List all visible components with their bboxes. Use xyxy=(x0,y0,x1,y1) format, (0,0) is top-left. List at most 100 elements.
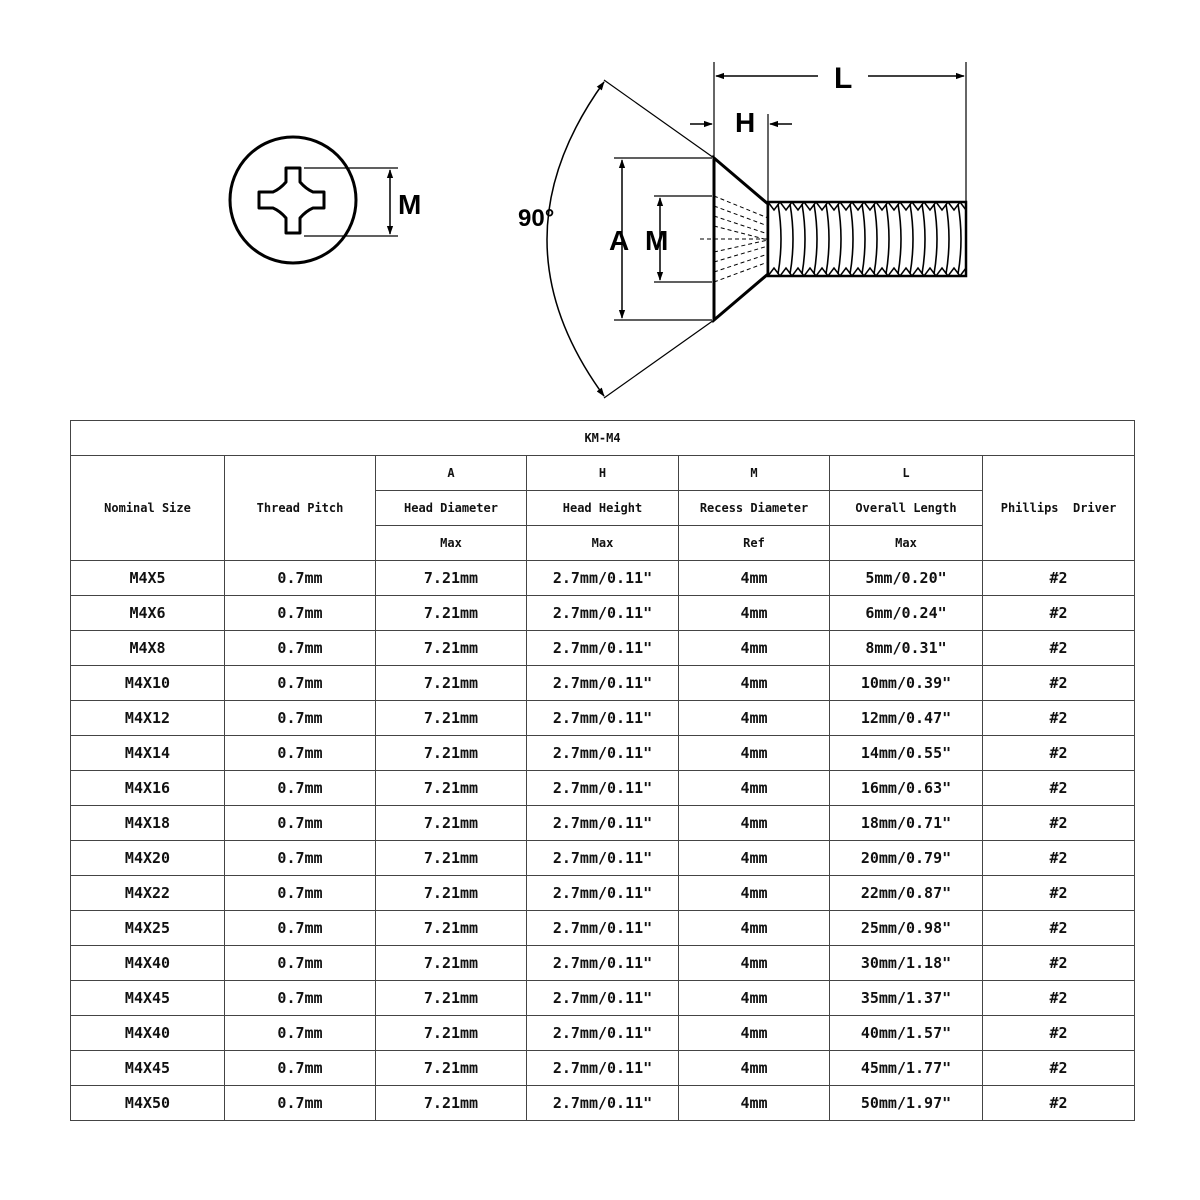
overall-length-cell: 8mm/0.31" xyxy=(829,630,983,666)
phillips-driver-cell: #2 xyxy=(981,875,1136,911)
header-head-height: Head Height xyxy=(526,490,679,526)
recess-diameter-cell: 4mm xyxy=(678,1015,830,1051)
l-label: L xyxy=(834,62,852,95)
head-height-cell: 2.7mm/0.11" xyxy=(526,1015,679,1051)
thread-crest-top xyxy=(767,200,967,212)
nominal-size-cell: M4X12 xyxy=(70,700,225,736)
recess-diameter-cell: 4mm xyxy=(678,735,830,771)
recess-diameter-cell: 4mm xyxy=(678,1050,830,1086)
thread-pitch-cell: 0.7mm xyxy=(224,630,376,666)
nominal-size-cell: M4X50 xyxy=(70,1085,225,1121)
overall-length-cell: 18mm/0.71" xyxy=(829,805,983,841)
overall-length-cell: 40mm/1.57" xyxy=(829,1015,983,1051)
head-diameter-cell: 7.21mm xyxy=(375,770,527,806)
header-head-diameter: Head Diameter xyxy=(375,490,527,526)
thread-pitch-cell: 0.7mm xyxy=(224,805,376,841)
overall-length-cell: 50mm/1.97" xyxy=(829,1085,983,1121)
head-height-cell: 2.7mm/0.11" xyxy=(526,630,679,666)
head-diameter-cell: 7.21mm xyxy=(375,875,527,911)
a-label: A xyxy=(609,225,629,256)
head-height-cell: 2.7mm/0.11" xyxy=(526,735,679,771)
nominal-size-cell: M4X22 xyxy=(70,875,225,911)
recess-diameter-cell: 4mm xyxy=(678,630,830,666)
head-diameter-cell: 7.21mm xyxy=(375,560,527,596)
phillips-recess-icon xyxy=(257,166,326,235)
phillips-driver-cell: #2 xyxy=(981,560,1136,596)
nominal-size-cell: M4X18 xyxy=(70,805,225,841)
recess-diameter-cell: 4mm xyxy=(678,700,830,736)
head-diameter-cell: 7.21mm xyxy=(375,910,527,946)
thread-crest-bottom xyxy=(767,266,967,278)
phillips-driver-cell: #2 xyxy=(981,910,1136,946)
head-diameter-cell: 7.21mm xyxy=(375,1050,527,1086)
head-diameter-cell: 7.21mm xyxy=(375,805,527,841)
header-overall-length: Overall Length xyxy=(829,490,983,526)
recess-diameter-cell: 4mm xyxy=(678,980,830,1016)
nominal-size-cell: M4X8 xyxy=(70,630,225,666)
header-qualifier-row: Max Max Ref Max xyxy=(71,525,1135,561)
overall-length-cell: 12mm/0.47" xyxy=(829,700,983,736)
thread-lines xyxy=(777,203,962,275)
m-top-label: M xyxy=(398,189,421,220)
thread-pitch-cell: 0.7mm xyxy=(224,1050,376,1086)
head-height-cell: 2.7mm/0.11" xyxy=(526,595,679,631)
h-label: H xyxy=(735,107,755,138)
screw-dimension-diagram: M xyxy=(228,62,968,399)
overall-length-cell: 16mm/0.63" xyxy=(829,770,983,806)
thread-pitch-cell: 0.7mm xyxy=(224,595,376,631)
head-diameter-cell: 7.21mm xyxy=(375,630,527,666)
phillips-driver-cell: #2 xyxy=(981,770,1136,806)
head-height-cell: 2.7mm/0.11" xyxy=(526,700,679,736)
head-diameter-cell: 7.21mm xyxy=(375,1015,527,1051)
recess-diameter-cell: 4mm xyxy=(678,840,830,876)
overall-length-cell: 5mm/0.20" xyxy=(829,560,983,596)
header-letter-l: L xyxy=(829,455,983,491)
specification-table: KM-M4 Nominal Size Thread Pitch A H M L … xyxy=(69,420,1136,1121)
nominal-size-cell: M4X5 xyxy=(70,560,225,596)
nominal-size-cell: M4X45 xyxy=(70,980,225,1016)
head-diameter-cell: 7.21mm xyxy=(375,945,527,981)
header-recess-diameter: Recess Diameter xyxy=(678,490,830,526)
header-qualifier-a: Max xyxy=(375,525,527,561)
head-height-cell: 2.7mm/0.11" xyxy=(526,1050,679,1086)
head-height-cell: 2.7mm/0.11" xyxy=(526,665,679,701)
phillips-driver-cell: #2 xyxy=(981,980,1136,1016)
head-diameter-cell: 7.21mm xyxy=(375,735,527,771)
overall-length-cell: 10mm/0.39" xyxy=(829,665,983,701)
overall-length-cell: 22mm/0.87" xyxy=(829,875,983,911)
nominal-size-cell: M4X14 xyxy=(70,735,225,771)
header-letter-h: H xyxy=(526,455,679,491)
thread-pitch-cell: 0.7mm xyxy=(224,1085,376,1121)
head-height-cell: 2.7mm/0.11" xyxy=(526,910,679,946)
nominal-size-cell: M4X16 xyxy=(70,770,225,806)
header-qualifier-l: Max xyxy=(829,525,983,561)
nominal-size-cell: M4X6 xyxy=(70,595,225,631)
thread-pitch-cell: 0.7mm xyxy=(224,665,376,701)
recess-diameter-cell: 4mm xyxy=(678,665,830,701)
overall-length-cell: 20mm/0.79" xyxy=(829,840,983,876)
phillips-driver-cell: #2 xyxy=(981,840,1136,876)
head-diameter-cell: 7.21mm xyxy=(375,595,527,631)
header-letter-row: Nominal Size Thread Pitch A H M L Philli… xyxy=(70,455,1136,561)
phillips-driver-cell: #2 xyxy=(981,665,1136,701)
head-diameter-cell: 7.21mm xyxy=(375,980,527,1016)
recess-diameter-cell: 4mm xyxy=(678,910,830,946)
head-height-cell: 2.7mm/0.11" xyxy=(526,875,679,911)
phillips-driver-cell: #2 xyxy=(981,1050,1136,1086)
table-title-row: KM-M4 xyxy=(69,420,1136,456)
header-letter-a: A xyxy=(375,455,527,491)
phillips-driver-cell: #2 xyxy=(981,700,1136,736)
phillips-driver-cell: #2 xyxy=(981,805,1136,841)
angle-arc xyxy=(546,81,605,397)
phillips-driver-cell: #2 xyxy=(981,945,1136,981)
